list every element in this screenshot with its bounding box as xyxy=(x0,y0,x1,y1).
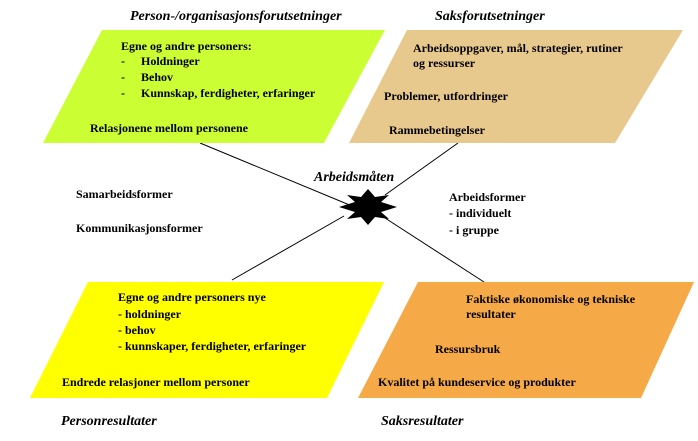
top-left-footer: Relasjonene mellom personene xyxy=(90,121,248,135)
connector-bottom-right xyxy=(384,217,485,283)
top-right-line1: Arbeidsoppgaver, mål, strategier, rutine… xyxy=(413,41,623,55)
top-left-list: Holdninger Behov Kunnskap, ferdigheter, … xyxy=(121,53,315,101)
top-right-line2: og ressurser xyxy=(413,56,476,70)
bottom-right-box xyxy=(358,282,694,398)
title-case-prerequisites: Saksforutsetninger xyxy=(435,9,545,24)
bottom-left-list: holdninger behov kunnskaper, ferdigheter… xyxy=(118,306,306,354)
list-item: kunnskaper, ferdigheter, erfaringer xyxy=(118,338,306,354)
top-right-box xyxy=(349,30,683,143)
work-forms-item: - i gruppe xyxy=(449,223,500,237)
title-case-results: Saksresultater xyxy=(381,414,464,429)
list-item: Holdninger xyxy=(121,53,315,69)
list-item: holdninger xyxy=(118,306,306,322)
bottom-right-line2: resultater xyxy=(466,307,516,321)
work-forms-heading: Arbeidsformer xyxy=(449,190,526,204)
bottom-right-line4: Kvalitet på kundeservice og produkter xyxy=(378,375,576,389)
collaboration-forms: Samarbeidsformer xyxy=(76,187,173,201)
connector-top-left xyxy=(199,142,353,207)
center-star-icon xyxy=(339,189,397,225)
list-item: Behov xyxy=(121,69,315,85)
top-right-line4: Rammebetingelser xyxy=(389,123,485,137)
bottom-left-heading: Egne og andre personers nye xyxy=(118,290,266,304)
list-item: behov xyxy=(118,322,306,338)
bottom-left-footer: Endrede relasjoner mellom personer xyxy=(62,375,250,389)
title-person-results: Personresultater xyxy=(61,414,157,429)
communication-forms: Kommunikasjonsformer xyxy=(76,221,203,235)
connector-bottom-left xyxy=(231,215,345,281)
bottom-right-line1: Faktiske økonomiske og tekniske xyxy=(466,292,636,306)
connector-top-right xyxy=(384,142,459,196)
top-left-heading: Egne og andre personers: xyxy=(121,39,252,53)
bottom-right-line3: Ressursbruk xyxy=(435,342,501,356)
title-working-method: Arbeidsmåten xyxy=(314,170,395,185)
title-person-prerequisites: Person-/organisasjonsforutsetninger xyxy=(130,9,342,24)
list-item: Kunnskap, ferdigheter, erfaringer xyxy=(121,85,315,101)
work-forms-item: - individuelt xyxy=(449,206,512,220)
top-right-line3: Problemer, utfordringer xyxy=(384,89,508,103)
